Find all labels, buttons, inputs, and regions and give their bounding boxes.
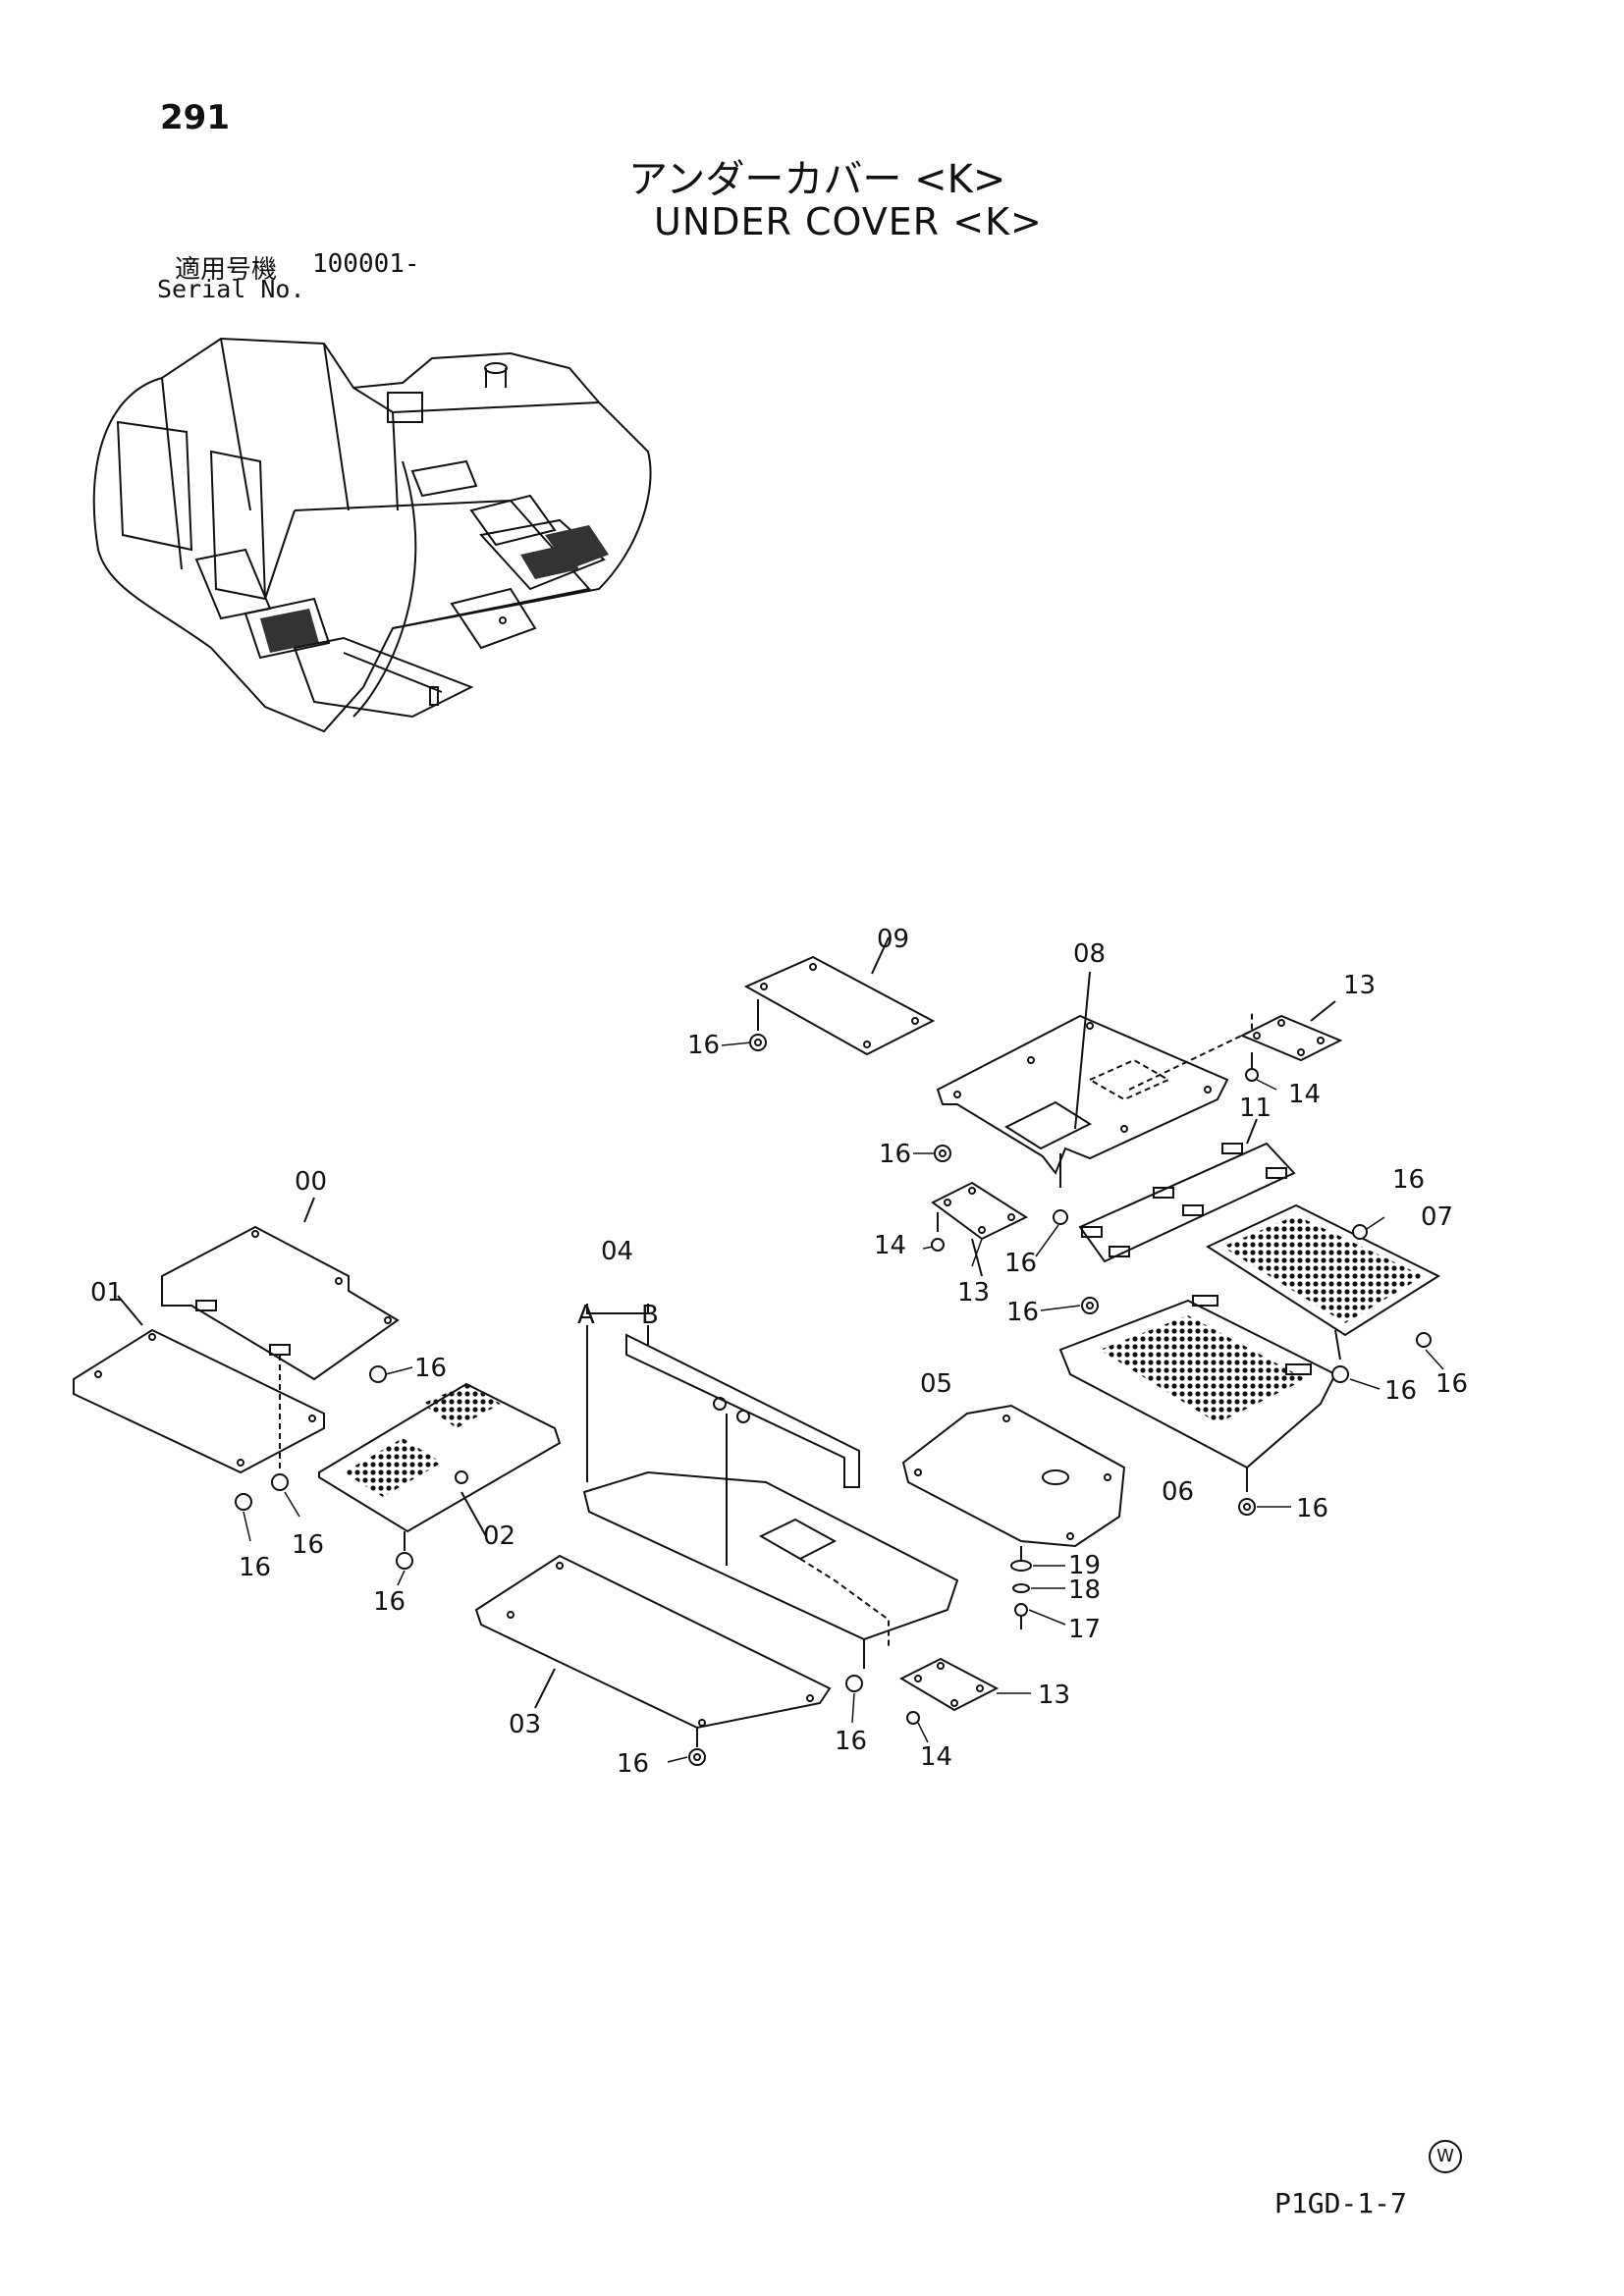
part-13-plate-top [1239, 1000, 1343, 1068]
callout-06: 06 [1162, 1477, 1194, 1507]
callout-05: 05 [920, 1369, 952, 1399]
callout-08: 08 [1073, 939, 1106, 969]
page-title-japanese: アンダーカバー <K> [628, 157, 1006, 202]
bolt-14-icon [931, 1238, 945, 1252]
callout-16: 16 [1006, 1298, 1039, 1327]
callout-13: 13 [1038, 1681, 1070, 1710]
bolt-16-icon [749, 1034, 767, 1051]
machine-overview-illustration [92, 337, 652, 733]
callout-16: 16 [1296, 1494, 1328, 1523]
callout-19: 19 [1068, 1551, 1101, 1580]
page-title-english: UNDER COVER <K> [654, 200, 1043, 243]
callout-18: 18 [1068, 1575, 1101, 1605]
callout-09: 09 [877, 925, 909, 954]
callout-labels: 09 08 13 14 11 16 16 16 07 14 16 13 16 1… [90, 925, 1468, 1779]
part-13-plate-mid [931, 1181, 1029, 1277]
bolts-16 [235, 1034, 1432, 1766]
bolt-16-icon [934, 1145, 951, 1162]
bolt-16-icon [1081, 1297, 1099, 1314]
callout-07: 07 [1421, 1202, 1453, 1232]
serial-label-english: Serial No. [157, 275, 305, 303]
page-number: 291 [160, 98, 230, 137]
part-07-perforated-plate [1205, 1203, 1441, 1361]
callout-16: 16 [414, 1354, 447, 1383]
callout-16: 16 [879, 1140, 911, 1169]
callout-16: 16 [1392, 1165, 1425, 1195]
callout-16: 16 [239, 1553, 271, 1582]
part-05-plate [901, 1404, 1126, 1566]
bolt-14-icon [1245, 1068, 1259, 1082]
bolt-16-icon [1416, 1332, 1432, 1348]
callout-16: 16 [373, 1587, 406, 1617]
bolt-16-icon [1331, 1365, 1349, 1383]
callout-16: 16 [835, 1727, 867, 1756]
bolt-16-icon [369, 1365, 387, 1383]
callout-17: 17 [1068, 1615, 1101, 1644]
bolt-16-icon [396, 1552, 413, 1570]
washer-18-icon [1012, 1583, 1030, 1593]
callout-04-a: A [577, 1301, 595, 1330]
part-11-brackets [1078, 1118, 1296, 1263]
callout-01: 01 [90, 1278, 123, 1308]
part-06-perforated-plate [1058, 1295, 1337, 1492]
callout-00: 00 [295, 1167, 327, 1197]
part-04-assembly [582, 1304, 959, 1669]
washer-19-icon [1010, 1560, 1032, 1572]
part-09-plate [743, 936, 936, 1056]
callout-14: 14 [920, 1742, 952, 1772]
part-02-perforated-plate [318, 1382, 562, 1551]
bolt-16-icon [688, 1748, 706, 1766]
bolt-16-icon [1352, 1224, 1368, 1240]
part-13-plate-bottom [898, 1657, 1000, 1712]
callout-14: 14 [1288, 1080, 1321, 1109]
callout-16: 16 [292, 1530, 324, 1560]
callout-04: 04 [601, 1237, 633, 1266]
part-03-plate [474, 1554, 832, 1747]
bolt-14-icon [906, 1711, 920, 1725]
w-circle-mark: W [1429, 2140, 1462, 2173]
bolt-16-icon [845, 1675, 863, 1692]
callout-03: 03 [509, 1710, 541, 1739]
leader-lines [243, 1041, 1444, 1763]
serial-label-japanese: 適用号機 [175, 255, 278, 285]
bolt-16-icon [235, 1493, 252, 1511]
callout-13: 13 [1343, 971, 1376, 1000]
part-08-plate [936, 971, 1253, 1188]
part-01-plate [73, 1295, 325, 1474]
callout-14: 14 [874, 1231, 906, 1260]
serial-number-value: 100001- [312, 249, 420, 279]
bolt-16-icon [1053, 1209, 1068, 1225]
callout-16: 16 [617, 1749, 649, 1779]
callout-16: 16 [1384, 1376, 1417, 1406]
callout-11: 11 [1239, 1094, 1272, 1123]
bolt-16-icon [1238, 1498, 1256, 1516]
callout-16: 16 [687, 1031, 720, 1060]
callout-16: 16 [1435, 1369, 1468, 1399]
bolt-17-icon [1014, 1603, 1028, 1629]
callout-02: 02 [483, 1522, 515, 1551]
part-00-plate [161, 1197, 400, 1472]
drawing-code: P1GD-1-7 [1274, 2187, 1407, 2219]
callout-04-b: B [641, 1301, 659, 1330]
bolt-16-icon [271, 1473, 289, 1491]
callout-13: 13 [957, 1278, 990, 1308]
callout-16: 16 [1004, 1249, 1037, 1278]
